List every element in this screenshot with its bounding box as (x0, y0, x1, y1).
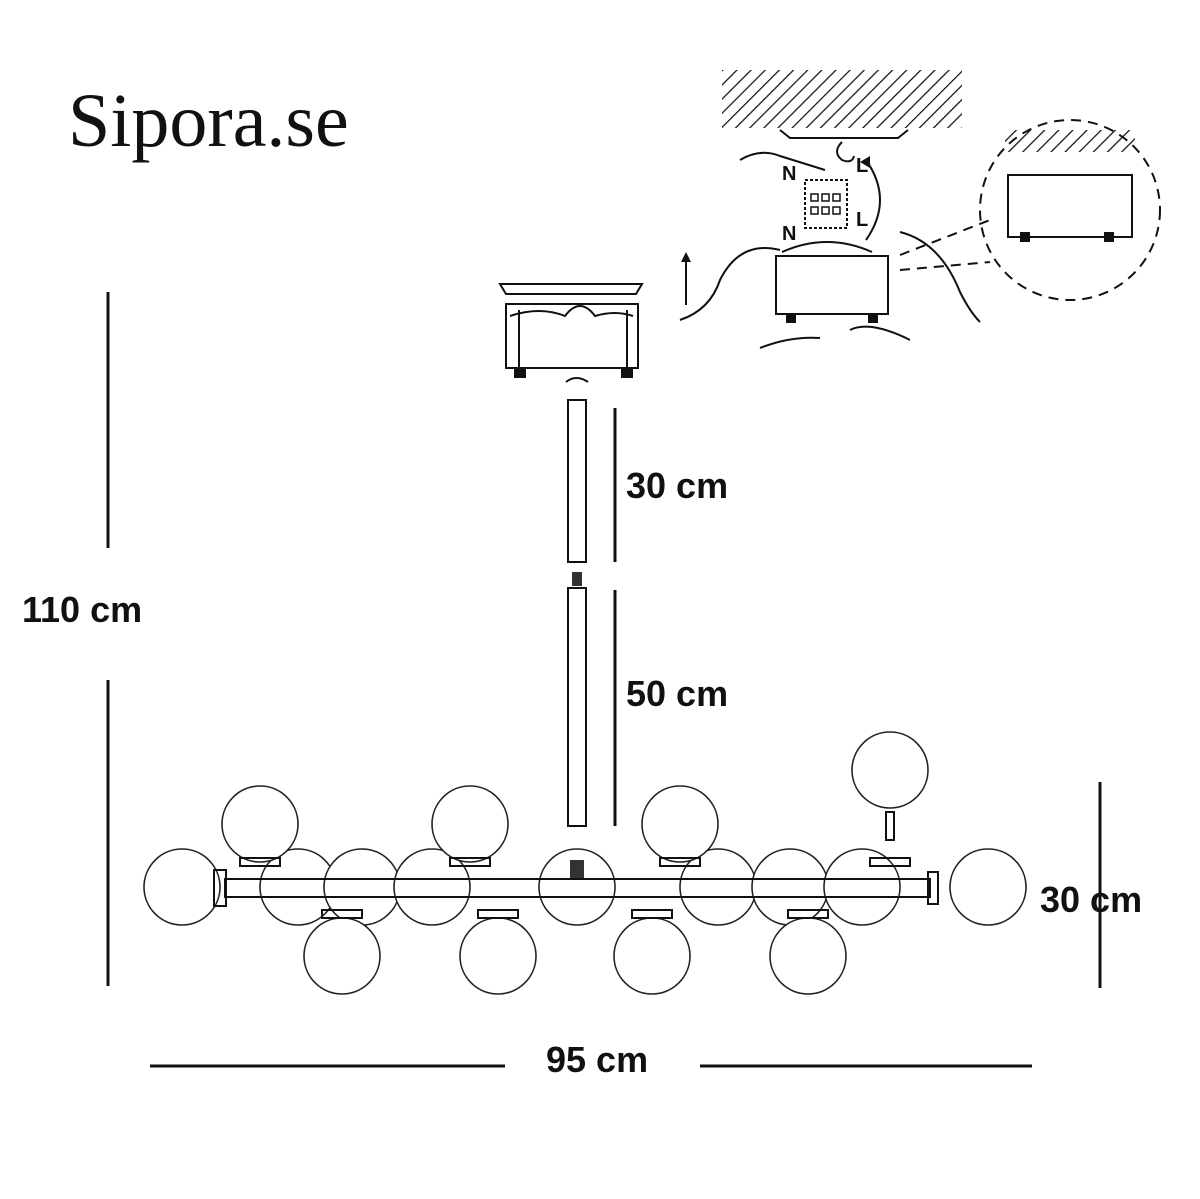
globe (751, 848, 829, 926)
hands-outline (679, 231, 981, 349)
label-n-bottom: N (782, 223, 796, 245)
label-fixture-height: 30 cm (1040, 879, 1142, 920)
fixture-bar (213, 811, 939, 919)
globe (641, 785, 719, 863)
canopy-mount (498, 283, 644, 383)
label-l-top: L (856, 155, 868, 177)
globe (459, 917, 537, 995)
detail-magnifier (979, 119, 1161, 301)
lift-arrow (865, 159, 881, 241)
installation-illustration: N L N L (679, 70, 1161, 349)
plug-cable (739, 151, 826, 171)
globe (221, 785, 299, 863)
globe (303, 917, 381, 995)
label-total-height: 110 cm (22, 589, 142, 630)
rod-50cm (567, 587, 587, 827)
dimension-lines (106, 292, 1102, 1068)
globe-detached (851, 731, 929, 809)
globe (769, 917, 847, 995)
terminal-block (804, 179, 848, 229)
globe (538, 848, 616, 926)
rod-30cm (567, 399, 587, 563)
ceiling-hook-icon (836, 141, 855, 163)
globe (431, 785, 509, 863)
globe (823, 848, 901, 926)
label-rod-lower: 50 cm (626, 673, 728, 714)
globe (949, 848, 1027, 926)
brand-logo: Sipora.se (68, 79, 349, 163)
globe (393, 848, 471, 926)
label-n-top: N (782, 163, 796, 185)
label-l-bottom: L (856, 209, 868, 231)
ceiling-hatch (722, 70, 962, 128)
globes (143, 731, 1027, 995)
label-rod-upper: 30 cm (626, 465, 728, 506)
canopy-box (775, 255, 889, 315)
label-width: 95 cm (546, 1039, 648, 1080)
globe (613, 917, 691, 995)
ceiling-plate (779, 129, 909, 139)
globe (143, 848, 221, 926)
